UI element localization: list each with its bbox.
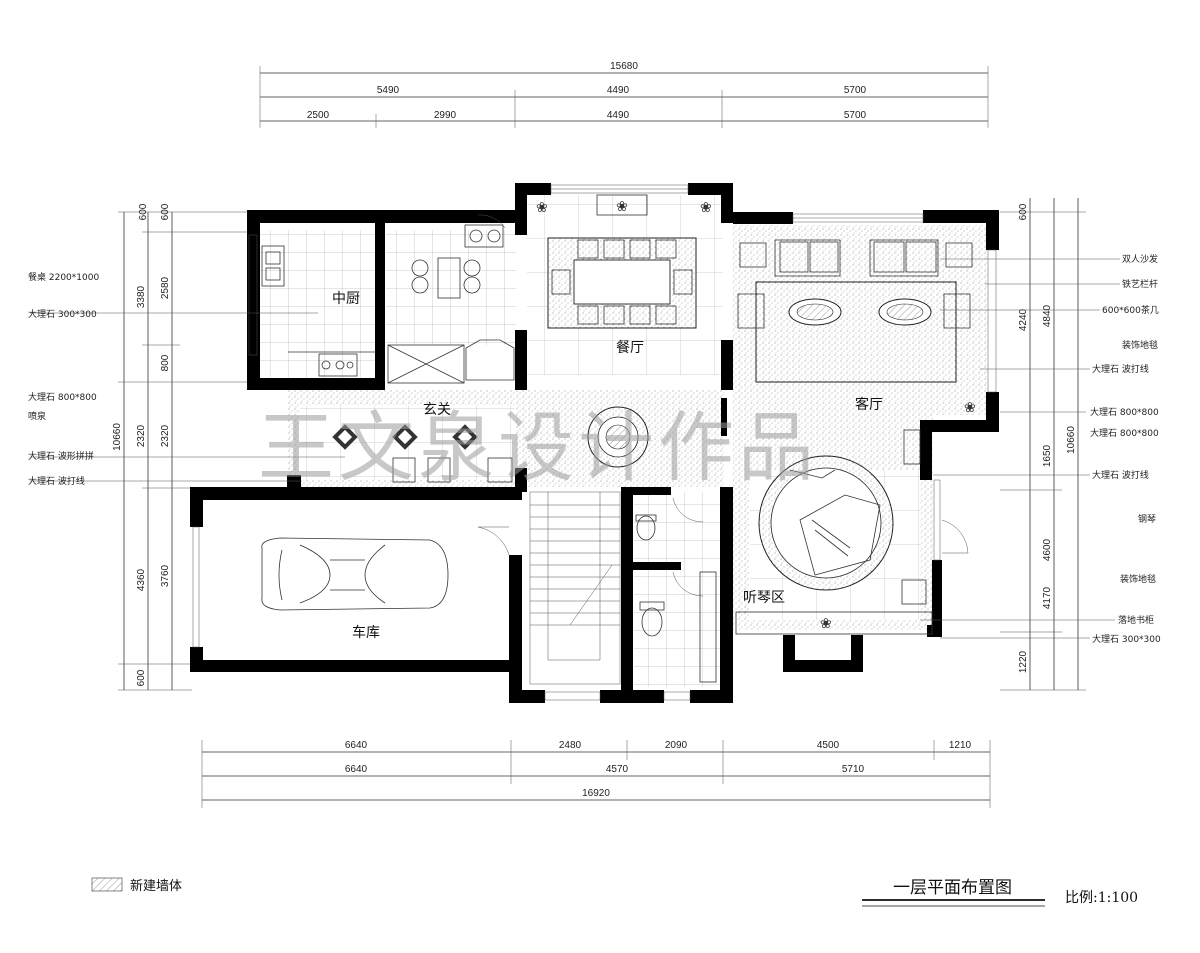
bottom-dimension-lines: 6640 2480 2090 4500 1210 6640 4570 5710 …: [201, 740, 991, 808]
dim-bottom-detail: 2090: [665, 740, 688, 751]
note-left: 大理石 波打线: [28, 475, 85, 487]
dim-left-inner: 600: [160, 203, 171, 220]
staircase: [529, 491, 621, 685]
dim-right-outer: 4840: [1042, 304, 1053, 327]
foyer-fixtures: [332, 406, 921, 483]
dim-top-mid: 5490: [377, 85, 400, 96]
living-room-furniture: ❀: [737, 239, 976, 416]
note-right: 大理石 波打线: [1092, 469, 1149, 481]
dim-bottom-detail: 2480: [559, 740, 582, 751]
dim-left-outer: 4360: [136, 568, 147, 591]
dim-top-detail: 4490: [607, 110, 630, 121]
dim-left-outer: 600: [138, 203, 149, 220]
dim-top-detail: 2500: [307, 110, 330, 121]
note-left: 大理石 800*800: [28, 391, 97, 403]
right-annotations: 双人沙发 铁艺栏杆 600*600茶几 装饰地毯 大理石 波打线 大理石 800…: [920, 253, 1161, 645]
dim-bottom-detail: 4500: [817, 740, 840, 751]
dim-top-detail: 2990: [434, 110, 457, 121]
note-right: 装饰地毯: [1122, 339, 1158, 351]
svg-text:❀: ❀: [700, 200, 712, 216]
room-label-piano: 听琴区: [743, 590, 785, 606]
dim-left-inner: 2320: [136, 424, 147, 447]
drawing-title: 一层平面布置图: [893, 878, 1012, 898]
note-left: 喷泉: [28, 410, 46, 422]
dim-left-inner: 2580: [160, 276, 171, 299]
note-right: 大理石 波打线: [1092, 363, 1149, 375]
note-right: 钢琴: [1138, 513, 1156, 525]
room-label-kitchen: 中厨: [332, 291, 360, 307]
walls: [190, 183, 999, 703]
dim-bottom-detail: 1210: [949, 740, 972, 751]
legend-label: 新建墙体: [130, 878, 182, 894]
toilet-fixtures: [635, 514, 717, 683]
note-right: 大理石 300*300: [1092, 633, 1161, 645]
piano-rug: ❀: [735, 455, 933, 635]
legend: 新建墙体: [91, 877, 182, 894]
watermark-text: 王文泉设计作品: [258, 403, 818, 492]
openings: [192, 184, 997, 701]
kitchen-fixtures: [261, 224, 515, 384]
dim-left-outer: 3380: [136, 285, 147, 308]
dim-bottom-mid: 6640: [345, 764, 368, 775]
note-right: 落地书柜: [1118, 614, 1154, 626]
dim-left-outer: 600: [136, 669, 147, 686]
left-annotations: 餐桌 2200*1000 大理石 300*300 大理石 800*800 喷泉 …: [28, 271, 345, 487]
note-right: 铁艺栏杆: [1122, 278, 1158, 290]
dim-top-mid: 5700: [844, 85, 867, 96]
dim-left-inner: 800: [160, 354, 171, 371]
note-left: 餐桌 2200*1000: [28, 271, 99, 283]
dim-top-mid: 4490: [607, 85, 630, 96]
title-block: 一层平面布置图 比例:1:100: [862, 878, 1138, 907]
dim-right-inner: 4600: [1042, 538, 1053, 561]
garage-car: [261, 537, 449, 611]
note-right: 双人沙发: [1122, 253, 1158, 265]
svg-text:❀: ❀: [964, 400, 976, 416]
room-label-garage: 车库: [352, 624, 380, 641]
left-dimension-lines: 600 3380 10660 4360 600 600 2580 800 232…: [112, 203, 250, 691]
note-right: 大理石 800*800: [1090, 427, 1159, 439]
dim-bottom-mid: 4570: [606, 764, 629, 775]
floor-finishes: [260, 195, 987, 687]
dim-right-inner: 4240: [1018, 308, 1029, 331]
dim-left-inner: 3760: [160, 564, 171, 587]
dim-bottom-detail: 6640: [345, 740, 368, 751]
right-dimension-lines: 4240 1650 4600 4170 1220 600 4840 10660: [1000, 198, 1086, 691]
dim-bottom-total: 16920: [582, 788, 610, 799]
note-left: 大理石 波形拼拼: [28, 450, 94, 462]
dim-right-inner: 1650: [1042, 444, 1053, 467]
note-right: 装饰地毯: [1120, 573, 1156, 585]
dining-table-set: ❀ ❀ ❀: [536, 194, 712, 329]
room-label-living: 客厅: [855, 396, 883, 413]
dim-top-detail: 5700: [844, 110, 867, 121]
dim-left-inner: 2320: [160, 424, 171, 447]
dim-top-total: 15680: [610, 61, 638, 72]
room-label-dining: 餐厅: [616, 340, 644, 356]
room-label-foyer: 玄关: [423, 401, 451, 418]
svg-text:❀: ❀: [616, 199, 628, 215]
dim-right-inner: 4170: [1042, 586, 1053, 609]
dim-right-outer: 10660: [1066, 426, 1077, 454]
svg-text:❀: ❀: [536, 200, 548, 216]
drawing-scale: 比例:1:100: [1065, 890, 1138, 906]
dim-left-outer: 10660: [112, 423, 123, 451]
dim-bottom-mid: 5710: [842, 764, 865, 775]
note-right: 600*600茶几: [1102, 304, 1159, 316]
note-right: 大理石 800*800: [1090, 406, 1159, 418]
room-labels: 中厨 餐厅 客厅 玄关 车库 听琴区: [332, 291, 883, 641]
dim-right-inner: 1220: [1018, 650, 1029, 673]
top-dimension-lines: 15680 5490 4490 5700 2500 2990 4490 5700: [259, 61, 989, 128]
dim-right-outer: 600: [1018, 203, 1029, 220]
note-left: 大理石 300*300: [28, 308, 97, 320]
svg-text:❀: ❀: [820, 616, 832, 632]
